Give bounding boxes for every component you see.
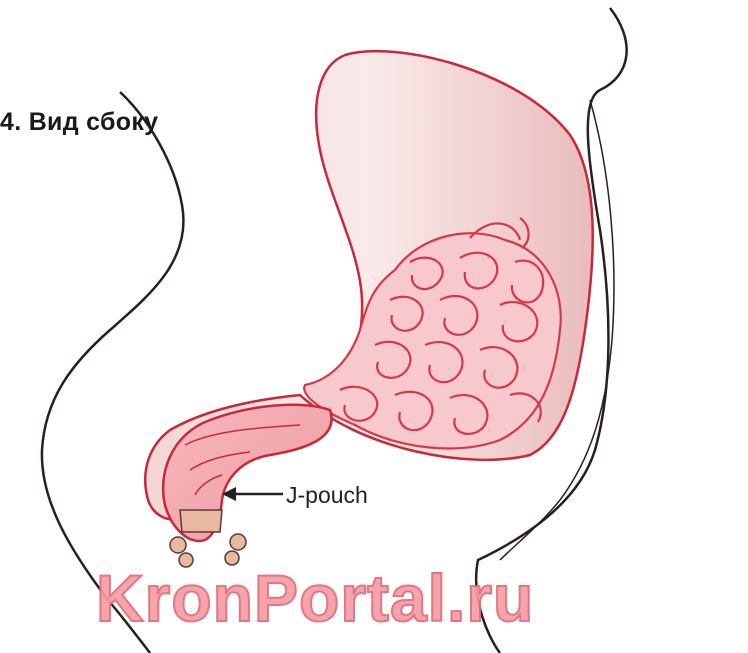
watermark-text: KronPortal.ru bbox=[96, 560, 534, 636]
small-intestine bbox=[304, 218, 561, 448]
figure-caption: 4. Вид сбоку bbox=[0, 108, 158, 137]
j-pouch-label: J-pouch bbox=[286, 482, 368, 509]
j-pouch-pointer-arrow bbox=[222, 487, 283, 501]
